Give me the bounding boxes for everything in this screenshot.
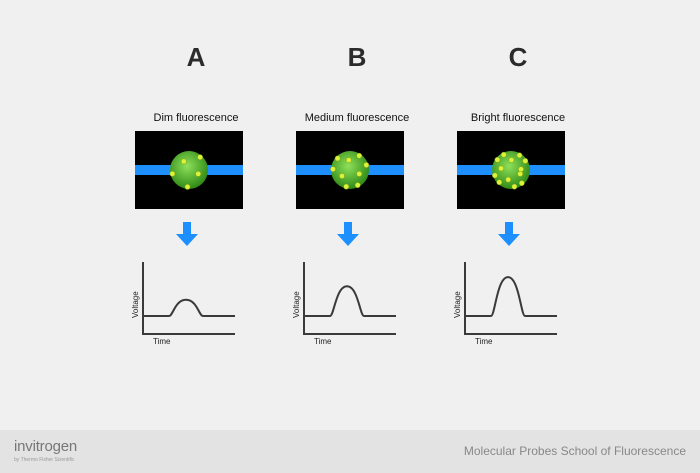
fluorescent-bead xyxy=(496,179,503,186)
fluorescent-bead xyxy=(517,171,524,177)
y-axis-label: Voltage xyxy=(292,291,301,318)
voltage-pulse-line xyxy=(465,276,557,317)
fluorescent-bead xyxy=(339,173,345,179)
y-axis-label: Voltage xyxy=(453,291,462,318)
cell-image xyxy=(457,131,565,209)
fluorescent-bead xyxy=(330,166,336,172)
brand-logo: invitrogen xyxy=(14,438,78,455)
graph-axes xyxy=(303,262,396,335)
fluorescent-bead xyxy=(343,183,350,190)
fluorescent-bead xyxy=(169,170,176,177)
x-axis-label: Time xyxy=(153,337,171,346)
arrow-shape xyxy=(337,222,359,246)
fluorescent-bead xyxy=(180,158,187,165)
fluorescent-bead xyxy=(494,156,501,163)
cell-image xyxy=(135,131,243,209)
footer-bar: invitrogen by Thermo Fisher Scientific M… xyxy=(0,430,700,473)
y-axis-label: Voltage xyxy=(131,291,140,318)
panel-caption: Dim fluorescence xyxy=(153,112,239,124)
panel-caption: Bright fluorescence xyxy=(470,112,566,124)
cell-image xyxy=(296,131,404,209)
fluorescent-bead xyxy=(500,151,507,158)
fluorescent-bead xyxy=(518,180,525,186)
down-arrow-icon xyxy=(337,222,359,246)
pulse-graph xyxy=(142,262,235,335)
fluorescent-bead xyxy=(197,154,203,161)
panel-b: B Medium fluorescence Time Voltage xyxy=(292,0,422,430)
fluorescent-bead xyxy=(354,182,361,188)
cell-body xyxy=(492,151,530,189)
x-axis-label: Time xyxy=(314,337,332,346)
fluorescent-bead xyxy=(498,165,504,172)
fluorescent-bead xyxy=(195,171,202,177)
panel-a: A Dim fluorescence Time Voltage xyxy=(131,0,261,430)
panel-letter: B xyxy=(347,42,367,72)
panel-c: C Bright fluorescence Time Voltage xyxy=(453,0,583,430)
fluorescent-bead xyxy=(522,158,529,164)
fluorescent-bead xyxy=(518,166,524,173)
fluorescent-bead xyxy=(516,152,523,159)
fluorescent-bead xyxy=(345,157,352,163)
voltage-pulse-line xyxy=(143,298,235,317)
brand-tagline: by Thermo Fisher Scientific xyxy=(14,457,75,463)
cell-body xyxy=(170,151,208,189)
x-axis-label: Time xyxy=(475,337,493,346)
fluorescent-bead xyxy=(356,171,363,177)
panel-letter: A xyxy=(186,42,206,72)
arrow-shape xyxy=(498,222,520,246)
panel-caption: Medium fluorescence xyxy=(304,112,410,124)
pulse-graph xyxy=(303,262,396,335)
voltage-pulse-line xyxy=(304,285,396,317)
panel-letter: C xyxy=(508,42,528,72)
footer-title: Molecular Probes School of Fluorescence xyxy=(463,444,686,458)
fluorescent-bead xyxy=(511,183,518,190)
graph-axes xyxy=(142,262,235,335)
down-arrow-icon xyxy=(498,222,520,246)
pulse-graph xyxy=(464,262,557,335)
fluorescent-bead xyxy=(184,184,191,190)
graph-axes xyxy=(464,262,557,335)
fluorescent-bead xyxy=(356,152,363,159)
fluorescent-bead xyxy=(363,162,370,168)
fluorescent-bead xyxy=(508,157,515,163)
fluorescent-bead xyxy=(334,155,341,162)
down-arrow-icon xyxy=(176,222,198,246)
fluorescent-bead xyxy=(505,176,512,183)
cell-body xyxy=(331,151,369,189)
arrow-shape xyxy=(176,222,198,246)
fluorescent-bead xyxy=(492,172,498,179)
